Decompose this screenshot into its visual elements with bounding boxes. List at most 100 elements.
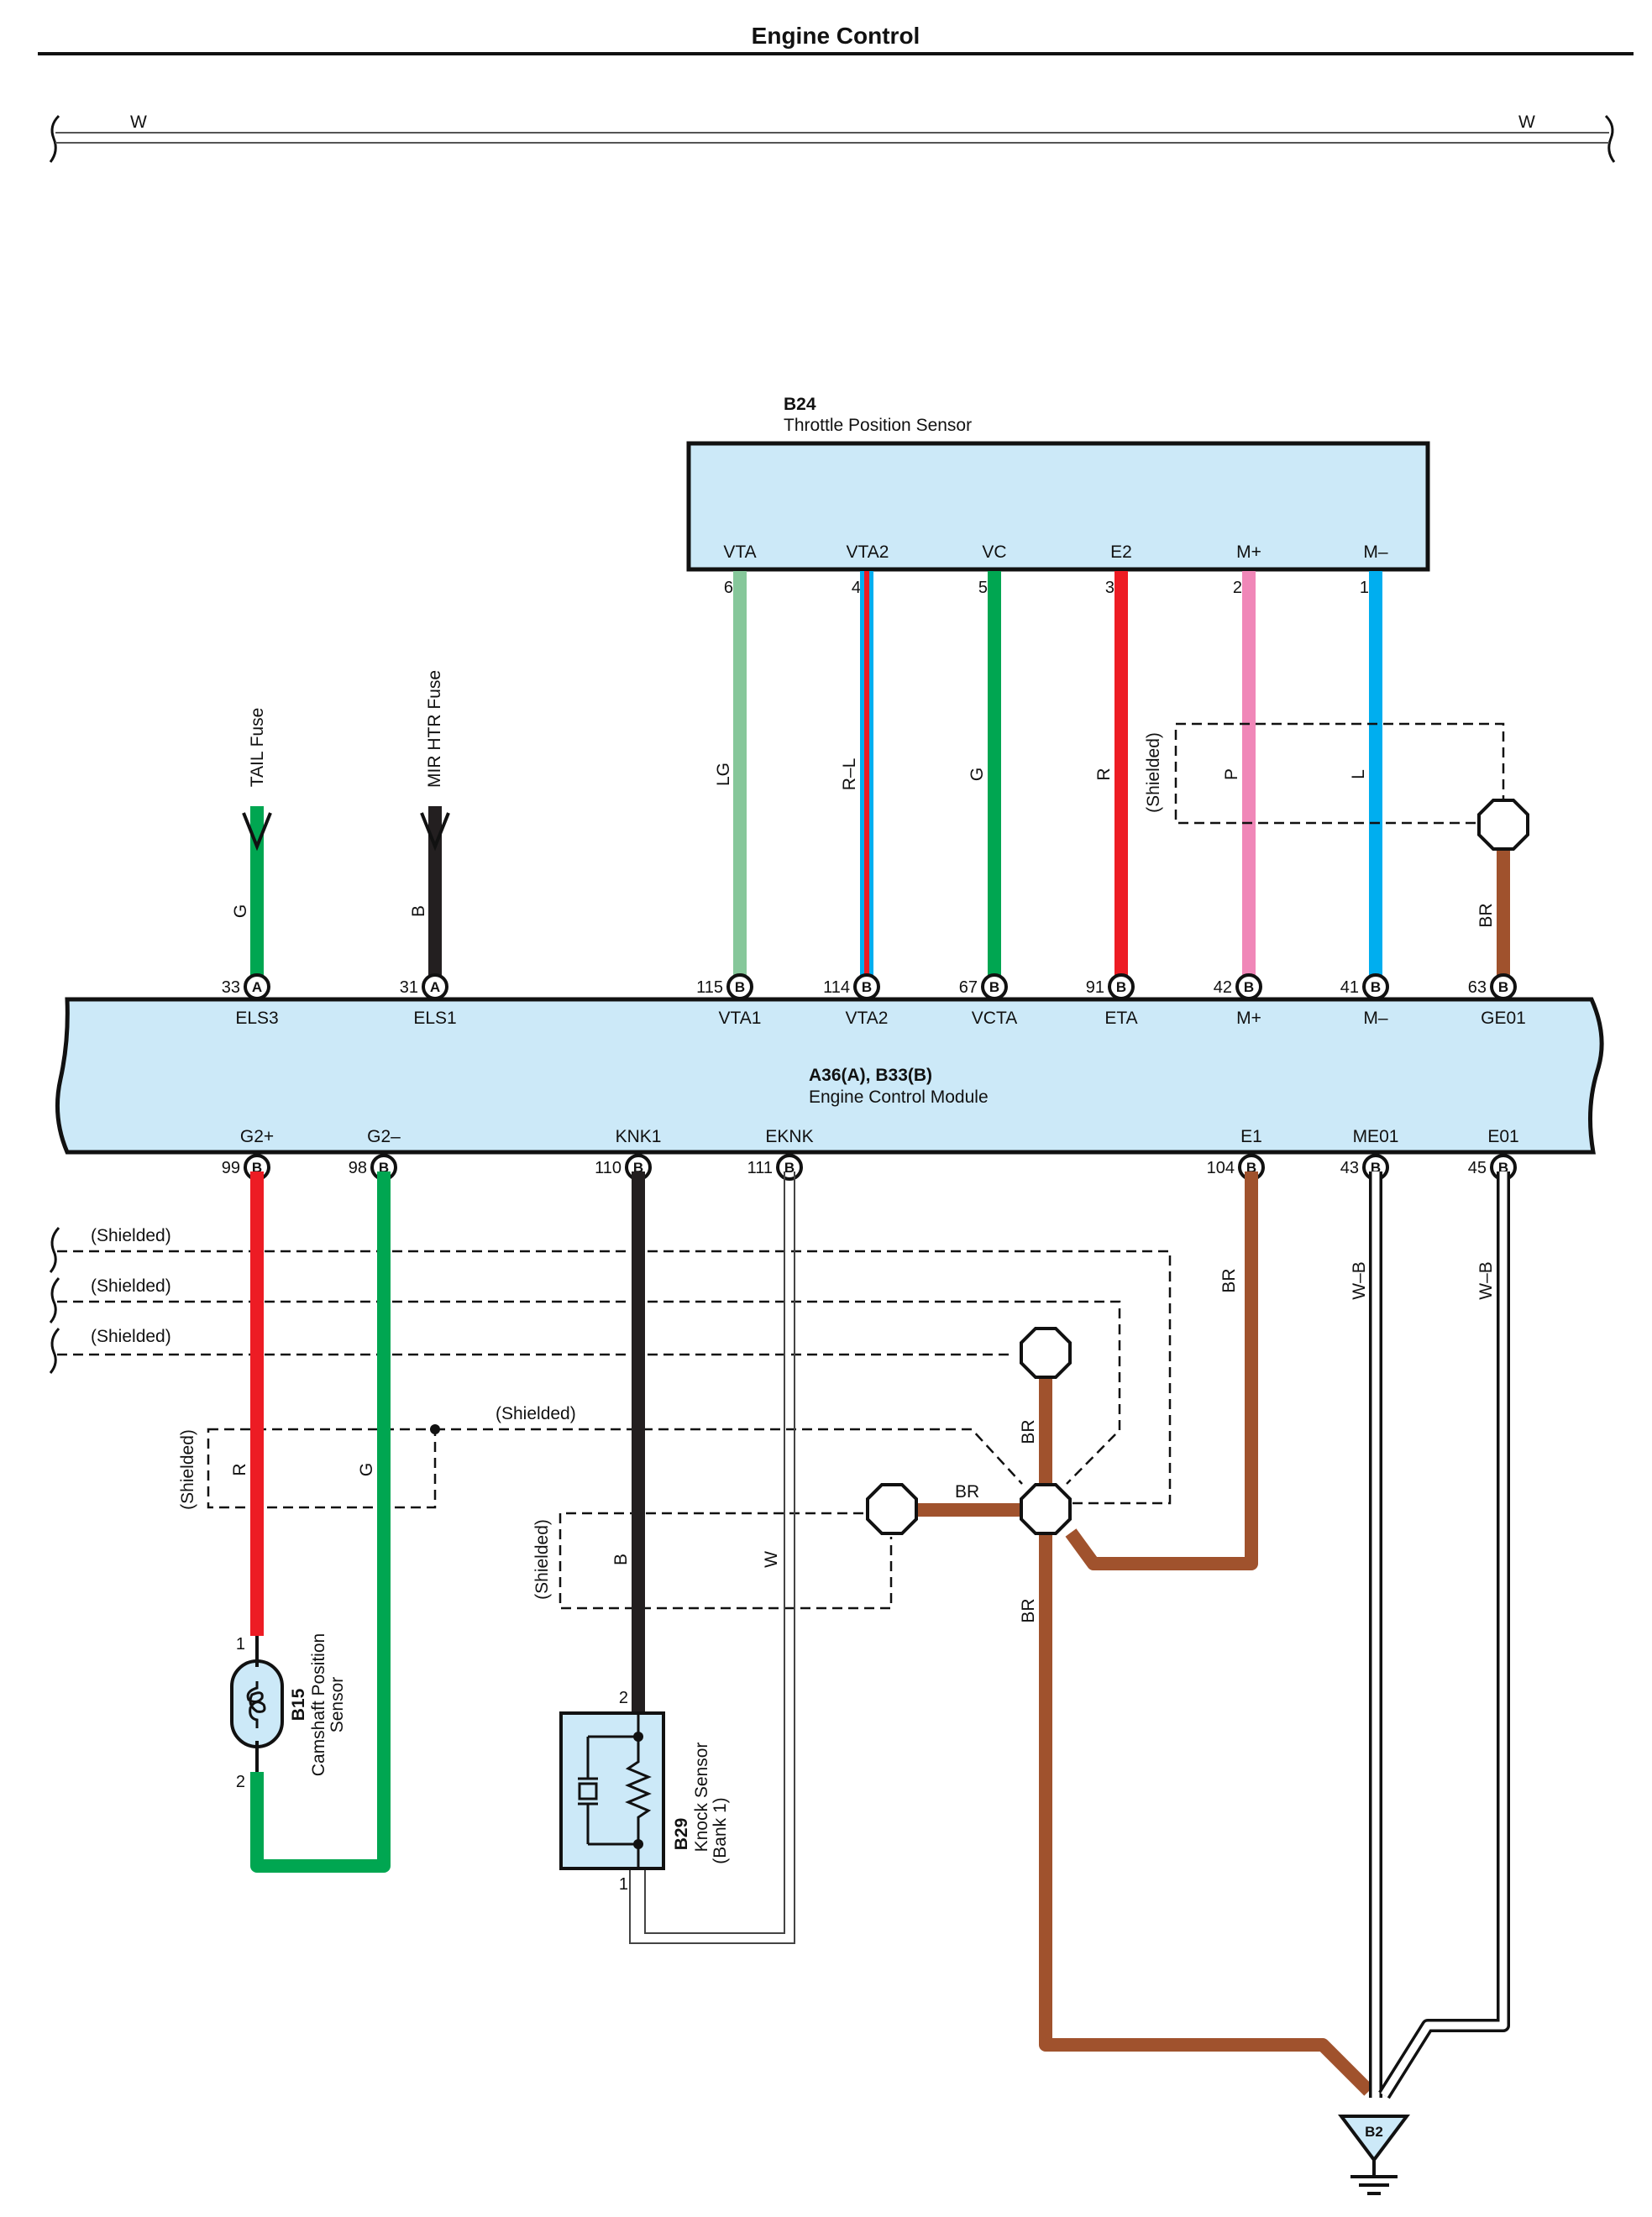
ecm-terminal-bottom-me01: ME01 bbox=[1353, 1127, 1399, 1146]
ecm-terminal-bottom-e1: E1 bbox=[1240, 1127, 1262, 1146]
ecm-pin-number-top-vta2: 114 bbox=[823, 978, 850, 997]
wire-label-cam-r: R bbox=[230, 1463, 249, 1475]
wire-label-p: P bbox=[1222, 768, 1241, 780]
ecm-pin-number-top-m-: 41 bbox=[1340, 978, 1359, 997]
throttle-position-sensor: B24 Throttle Position Sensor VTA VTA2 VC… bbox=[686, 395, 1430, 597]
b24-term-vta2: VTA2 bbox=[847, 542, 889, 562]
ecm-terminal-top-vta2: VTA2 bbox=[846, 1009, 889, 1028]
ecm-terminal-top-eta: ETA bbox=[1104, 1009, 1137, 1028]
knock-shield-label: (Shielded) bbox=[532, 1519, 552, 1600]
ecm-pin-top-els1 bbox=[422, 973, 448, 1000]
top-bus: W W bbox=[49, 113, 1616, 163]
b24-term-mplus: M+ bbox=[1236, 542, 1261, 562]
ecm-terminal-bottom-g2-: G2+ bbox=[240, 1127, 274, 1146]
ecm-pin-conn-top-m-: B bbox=[1371, 979, 1381, 995]
ecm-pin-top-vta2 bbox=[853, 973, 880, 1000]
ecm-pin-conn-top-eta: B bbox=[1116, 979, 1126, 995]
ecm-pin-number-bottom-g2-: 99 bbox=[222, 1159, 240, 1177]
throttle-wires: LG R–L G R P L (Shielded) BR bbox=[714, 571, 1529, 977]
knock-sensor-body bbox=[559, 1711, 665, 1870]
ecm-pin-top-vcta bbox=[981, 973, 1008, 1000]
b24-term-vta: VTA bbox=[723, 542, 756, 562]
wire-g-g2minus bbox=[250, 1171, 391, 1873]
b24-pin-mminus: 1 bbox=[1360, 579, 1369, 597]
ecm-terminal-top-m-: M+ bbox=[1236, 1009, 1261, 1028]
ecm-terminal-bottom-e01: E01 bbox=[1487, 1127, 1518, 1146]
ecm-pin-top-ge01 bbox=[1490, 973, 1517, 1000]
ecm-id: A36(A), B33(B) bbox=[809, 1066, 932, 1085]
ecm-pin-conn-top-vcta: B bbox=[989, 979, 999, 995]
ecm-terminal-top-els1: ELS1 bbox=[413, 1009, 456, 1028]
fuse-inputs: TAIL Fuse G MIR HTR Fuse B bbox=[231, 670, 450, 977]
engine-control-module: A36(A), B33(B) Engine Control Module A33… bbox=[55, 973, 1604, 1181]
ecm-terminal-bottom-knk1: KNK1 bbox=[616, 1127, 662, 1146]
wire-label-r: R bbox=[1094, 768, 1114, 780]
shield-splice-center bbox=[1020, 1483, 1072, 1535]
ecm-pin-number-bottom-knk1: 110 bbox=[595, 1159, 621, 1177]
b24-name: Throttle Position Sensor bbox=[784, 416, 972, 435]
motor-shield bbox=[1174, 722, 1505, 825]
wb-ground-wires bbox=[1369, 1171, 1510, 2099]
ecm-pin-number-bottom-e01: 45 bbox=[1468, 1159, 1487, 1177]
cam-sensor-id: B15 bbox=[289, 1688, 308, 1721]
ground-b2-id: B2 bbox=[1365, 2124, 1383, 2140]
ground-b2-triangle bbox=[1338, 2115, 1410, 2163]
wire-label-l: L bbox=[1349, 769, 1368, 779]
mir-fuse-arrow bbox=[420, 812, 450, 852]
cam-shield-line bbox=[435, 1428, 1023, 1485]
page-title: Engine Control bbox=[752, 23, 920, 49]
shield-ground-splice bbox=[1477, 799, 1529, 851]
b24-id: B24 bbox=[784, 395, 816, 414]
ecm-terminal-top-vta1: VTA1 bbox=[719, 1009, 762, 1028]
wire-wb-e01 bbox=[1378, 1171, 1510, 2099]
knock-shield-box bbox=[559, 1512, 893, 1610]
cam-sensor-pin2: 2 bbox=[236, 1773, 245, 1791]
ecm-pin-number-top-els3: 33 bbox=[222, 978, 240, 997]
wire-label-lg: LG bbox=[714, 763, 733, 786]
ecm-name: Engine Control Module bbox=[809, 1088, 989, 1107]
cam-shield-junction bbox=[430, 1424, 440, 1434]
ecm-pin-conn-top-vta2: B bbox=[862, 979, 872, 995]
knock-sensor-name-2: (Bank 1) bbox=[711, 1797, 730, 1863]
cam-shield-label: (Shielded) bbox=[496, 1404, 576, 1423]
b24-pin-e2: 3 bbox=[1105, 579, 1114, 597]
ecm-terminal-top-vcta: VCTA bbox=[972, 1009, 1017, 1028]
ecm-pin-conn-bottom-eknk: B bbox=[784, 1160, 795, 1176]
ecm-terminal-top-els3: ELS3 bbox=[235, 1009, 278, 1028]
ecm-pin-top-els3 bbox=[244, 973, 270, 1000]
br-ground-wires bbox=[915, 1171, 1374, 2096]
cam-shield-side-label: (Shielded) bbox=[178, 1429, 197, 1510]
ecm-pin-conn-top-m-: B bbox=[1244, 979, 1254, 995]
ecm-top-pins: A33ELS3A31ELS1B115VTA1B114VTA2B67VCTAB91… bbox=[222, 973, 1526, 1028]
ecm-terminal-top-ge01: GE01 bbox=[1481, 1009, 1526, 1028]
ecm-pin-number-top-vta1: 115 bbox=[696, 978, 723, 997]
ecm-pin-number-bottom-g2-: 98 bbox=[349, 1159, 367, 1177]
mir-fuse-label: MIR HTR Fuse bbox=[425, 670, 444, 788]
wire-label-br-down: BR bbox=[1019, 1598, 1038, 1622]
shield-splice-top bbox=[1020, 1327, 1072, 1379]
b24-pin-vc: 5 bbox=[978, 579, 988, 597]
ecm-terminal-bottom-g2-: G2– bbox=[367, 1127, 401, 1146]
ecm-pin-number-top-vcta: 67 bbox=[959, 978, 978, 997]
ecm-pin-number-top-eta: 91 bbox=[1086, 978, 1104, 997]
break-right bbox=[1604, 114, 1616, 163]
wire-label-b-mir: B bbox=[409, 905, 428, 917]
ecm-box bbox=[55, 997, 1604, 1155]
wire-label-br-e1: BR bbox=[1219, 1268, 1239, 1292]
ecm-pin-top-eta bbox=[1108, 973, 1135, 1000]
ecm-pin-number-top-ge01: 63 bbox=[1468, 978, 1487, 997]
break-left bbox=[49, 114, 60, 163]
wire-label-knock-b: B bbox=[611, 1554, 631, 1565]
lower-wiring: (Shielded) (Shielded) (Shielded) (Shield… bbox=[49, 1171, 1510, 2195]
ecm-terminal-top-m-: M– bbox=[1363, 1009, 1387, 1028]
wire-label-g: G bbox=[968, 768, 987, 781]
wire-label-br-up: BR bbox=[1019, 1419, 1038, 1444]
ecm-pin-number-bottom-eknk: 111 bbox=[747, 1159, 773, 1177]
cam-sensor-pin1: 1 bbox=[236, 1635, 245, 1654]
bus-color-right: W bbox=[1518, 113, 1535, 132]
ecm-pin-top-m- bbox=[1362, 973, 1389, 1000]
wire-label-knock-w: W bbox=[762, 1551, 781, 1568]
shield-line-2 bbox=[57, 1300, 1121, 1485]
shield-splice-knock bbox=[866, 1483, 918, 1535]
